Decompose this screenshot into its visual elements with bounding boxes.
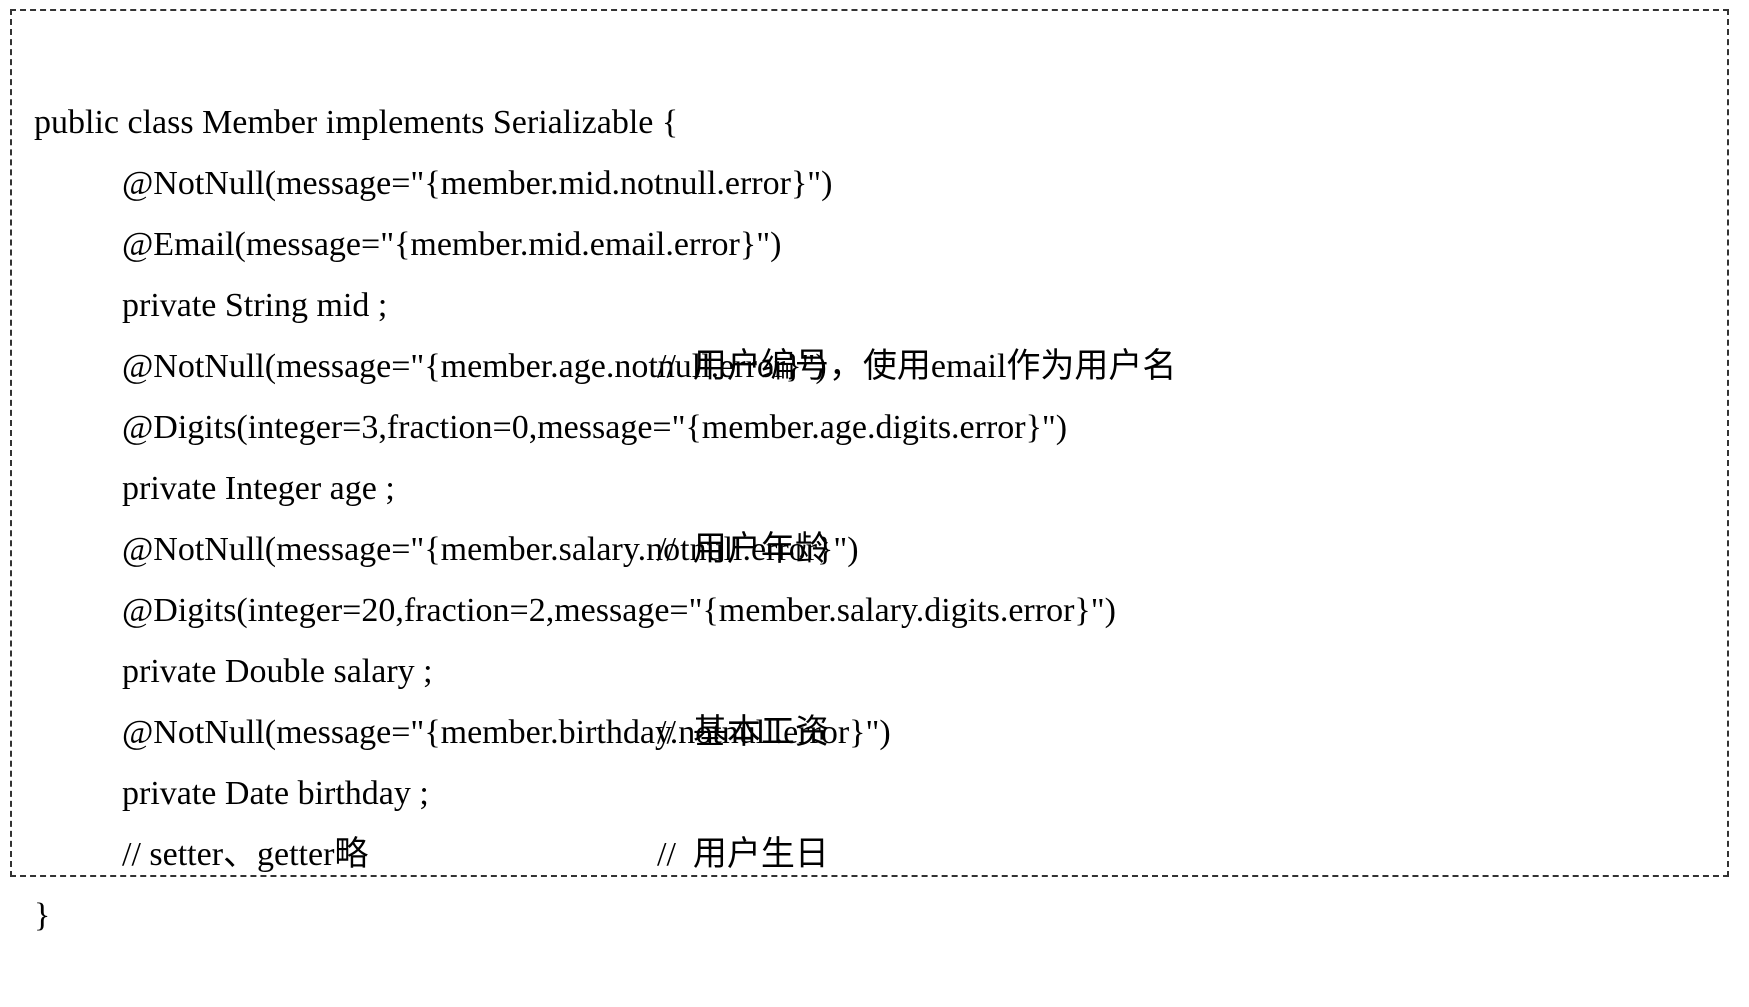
code-line: @NotNull(message="{member.mid.notnull.er…: [34, 92, 1717, 202]
code-text: public class Member implements Serializa…: [34, 104, 679, 141]
code-comment: // 用户年龄: [657, 531, 829, 568]
code-comment: // 用户编号，使用email作为用户名: [657, 348, 1177, 385]
code-line: @Digits(integer=3,fraction=0,message="{m…: [34, 336, 1717, 446]
code-text: }: [34, 897, 51, 934]
code-line: @NotNull(message="{member.age.notnull.er…: [34, 275, 1717, 385]
code-text: @NotNull(message="{member.age.notnull.er…: [122, 348, 827, 385]
code-text: @Digits(integer=3,fraction=0,message="{m…: [122, 409, 1068, 446]
code-line: @NotNull(message="{member.salary.notnull…: [34, 458, 1717, 568]
code-line-field-salary: private Double salary ; // 基本工资: [34, 580, 1717, 751]
code-text: @Digits(integer=20,fraction=2,message="{…: [122, 592, 1116, 629]
code-text: private Integer age ;: [122, 470, 395, 507]
code-line-field-birthday: private Date birthday ; // 用户生日: [34, 702, 1717, 873]
code-text: @NotNull(message="{member.mid.notnull.er…: [122, 165, 833, 202]
code-line-class-declaration: public class Member implements Serializa…: [34, 31, 1717, 141]
code-text: private Double salary ;: [122, 653, 433, 690]
code-comment: // 用户生日: [657, 836, 829, 873]
code-line-field-mid: private String mid ; // 用户编号，使用email作为用户…: [34, 214, 1717, 385]
code-listing-box: public class Member implements Serializa…: [10, 9, 1729, 934]
code-text: @NotNull(message="{member.salary.notnull…: [122, 531, 859, 568]
code-text: // setter、getter略: [122, 836, 369, 873]
code-line-field-age: private Integer age ; // 用户年龄: [34, 397, 1717, 568]
code-text: @NotNull(message="{member.birthday.notnu…: [122, 714, 891, 751]
code-line: @NotNull(message="{member.birthday.notnu…: [34, 641, 1717, 751]
code-line-closing-brace: }: [34, 824, 1717, 934]
code-text: private String mid ;: [122, 287, 388, 324]
code-line: @Email(message="{member.mid.email.error}…: [34, 153, 1717, 263]
code-lines: public class Member implements Serializa…: [34, 31, 1717, 934]
code-text: @Email(message="{member.mid.email.error}…: [122, 226, 782, 263]
code-line: @Digits(integer=20,fraction=2,message="{…: [34, 519, 1717, 629]
code-line-comment: // setter、getter略: [34, 763, 1717, 873]
code-comment: // 基本工资: [657, 714, 829, 751]
code-text: private Date birthday ;: [122, 775, 429, 812]
